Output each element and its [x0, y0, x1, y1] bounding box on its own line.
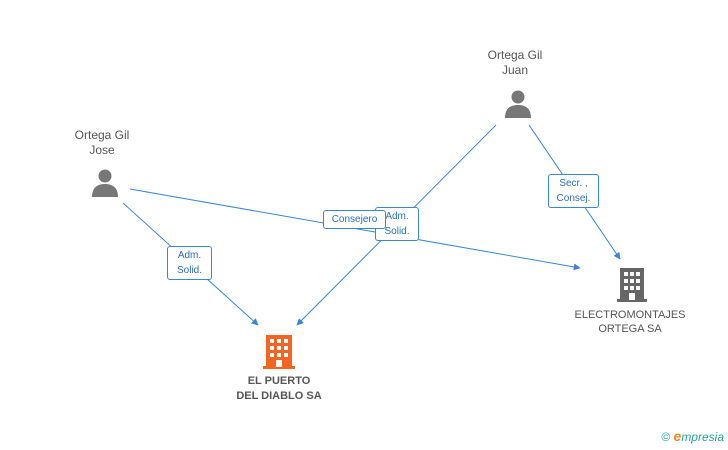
- edge-label-jose-puerto[interactable]: Adm. Solid.: [167, 246, 212, 280]
- building-icon[interactable]: [617, 266, 647, 302]
- person-jose-line1: Ortega Gil: [74, 128, 130, 142]
- edge-juan-puerto-line1: Adm.: [385, 211, 409, 222]
- company-electro-line2: ORTEGA SA: [598, 323, 662, 335]
- edge-jose-electro-line1: Consejero: [331, 214, 378, 225]
- building-icon[interactable]: [263, 333, 295, 369]
- edge-juan-electro-line2: Consej.: [556, 193, 591, 204]
- company-puerto-line2: DEL DIABLO SA: [236, 390, 322, 402]
- company-label-puerto[interactable]: EL PUERTO DEL DIABLO SA: [214, 374, 344, 404]
- edge-juan-electro-line1: Secr. ,: [559, 178, 588, 189]
- company-electro-line1: ELECTROMONTAJES: [574, 309, 686, 321]
- brand-logo-initial: e: [673, 428, 682, 444]
- person-label-juan[interactable]: Ortega Gil Juan: [470, 48, 560, 78]
- company-label-electro[interactable]: ELECTROMONTAJES ORTEGA SA: [568, 308, 692, 336]
- brand-logo-text: mpresia: [681, 430, 724, 444]
- edge-label-juan-electro[interactable]: Secr. , Consej.: [548, 174, 599, 208]
- brand-footer: © empresia: [661, 428, 724, 444]
- copyright-symbol: ©: [661, 430, 671, 444]
- edge-label-jose-electro[interactable]: Consejero: [323, 210, 386, 229]
- person-label-jose[interactable]: Ortega Gil Jose: [57, 128, 147, 158]
- company-puerto-line1: EL PUERTO: [247, 375, 311, 387]
- edge-juan-puerto-line2: Solid.: [384, 226, 410, 237]
- person-icon[interactable]: [503, 88, 533, 118]
- person-juan-line1: Ortega Gil: [487, 48, 543, 62]
- person-jose-line2: Jose: [89, 143, 115, 157]
- edge-jose-puerto-line2: Solid.: [176, 265, 202, 276]
- edge-jose-puerto-line1: Adm.: [177, 250, 202, 261]
- person-icon[interactable]: [90, 167, 120, 197]
- person-juan-line2: Juan: [501, 63, 529, 77]
